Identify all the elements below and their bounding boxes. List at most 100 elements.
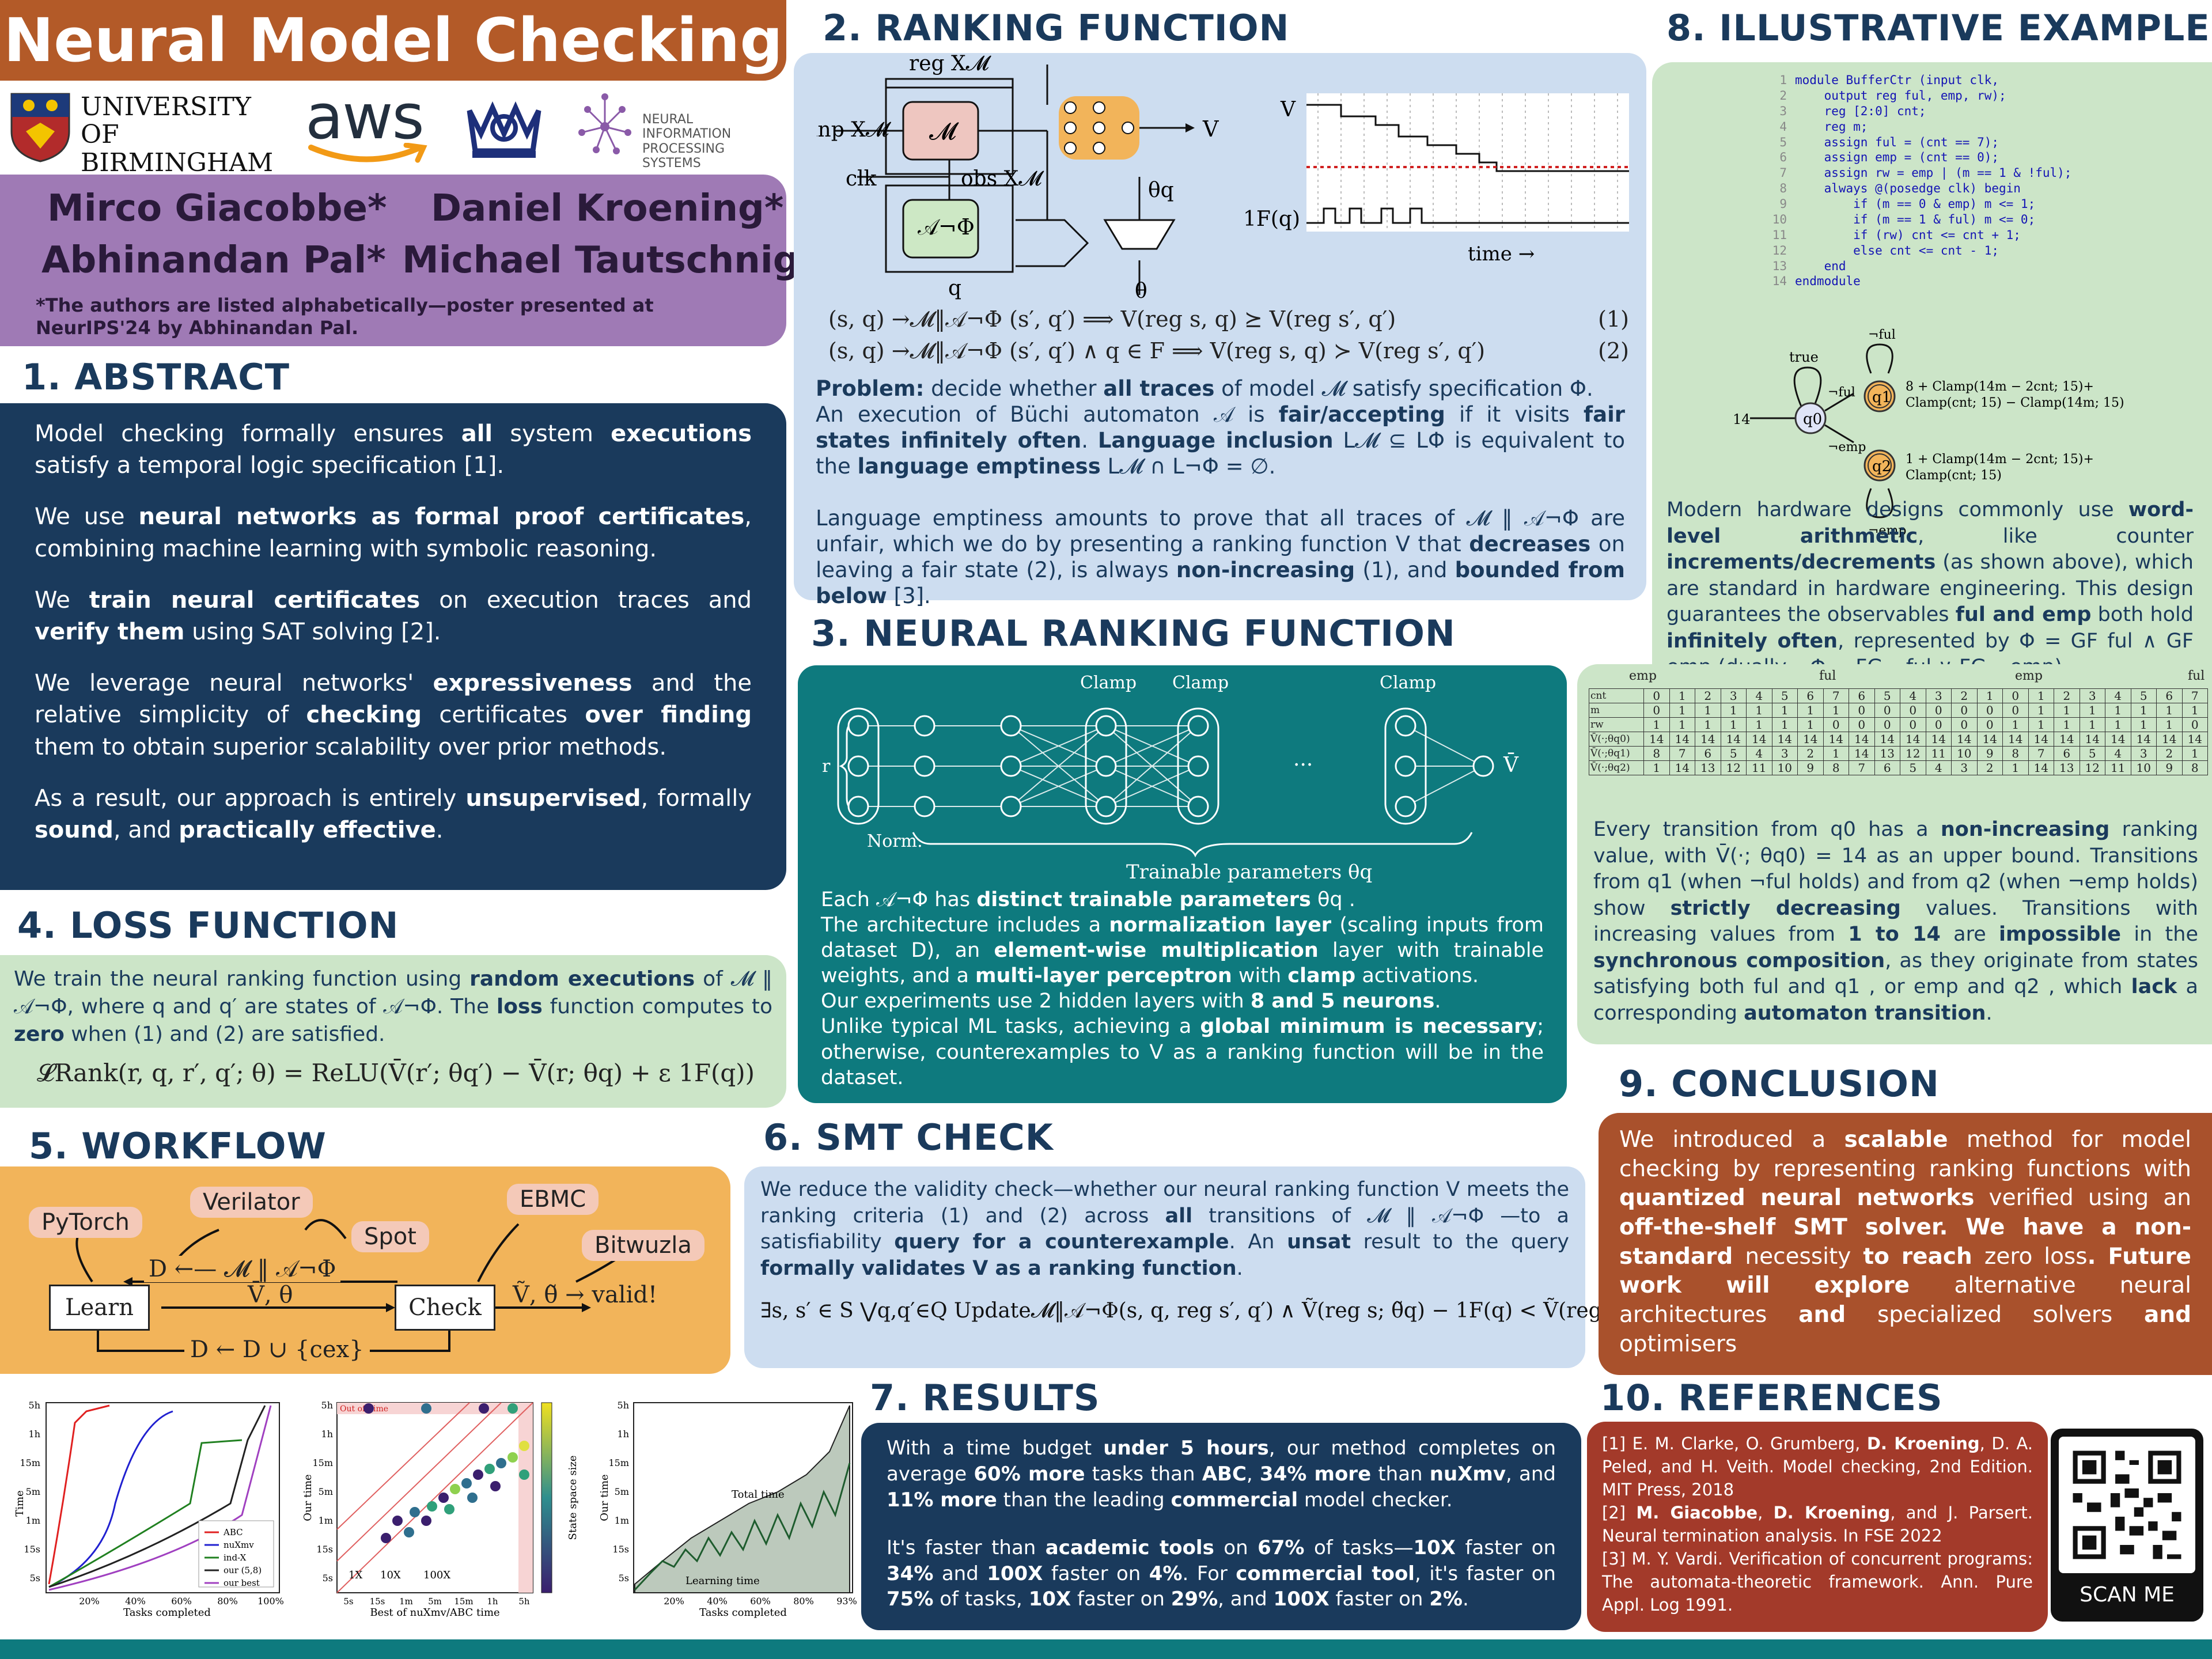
code-line: 6 assign emp = (cnt == 0); <box>1767 150 2071 165</box>
trace-cell: 2 <box>1976 760 2003 775</box>
trace-cell: 14 <box>1771 732 1798 747</box>
code-line-number: 9 <box>1779 197 1787 211</box>
code-line-text: assign emp = (cnt == 0); <box>1795 150 1999 165</box>
neural-norm: Norm. <box>867 831 923 851</box>
trace-cell: 0 <box>1849 703 1875 718</box>
workflow-heading: 5. WORKFLOW <box>29 1125 327 1167</box>
neural-p2: The architecture includes a normalizatio… <box>821 914 1544 988</box>
diag-obs: obs X𝓜 <box>961 167 1044 191</box>
p2-xtick: 1h <box>487 1596 498 1607</box>
author-daniel: Daniel Kroening* <box>431 187 784 230</box>
trace-cell: 14 <box>2079 732 2105 747</box>
qr-code-icon[interactable] <box>2059 1437 2195 1573</box>
auto-q0: q0 <box>1803 411 1822 428</box>
trace-cell: 4 <box>1900 688 1926 703</box>
p1-line-our58 <box>48 1405 266 1588</box>
p2-xlabel: Best of nuXmv/ABC time <box>370 1607 499 1619</box>
diag-v-axis: V <box>1280 98 1296 122</box>
p2-xtick: 15s <box>370 1596 385 1607</box>
results-heading: 7. RESULTS <box>870 1377 1100 1419</box>
conclusion-text: We introduced a scalable method for mode… <box>1619 1127 2192 1357</box>
logo-row: UNIVERSITY OF BIRMINGHAM aws NEURAL INFO… <box>9 81 783 177</box>
p1-legend-item: nuXmv <box>224 1540 254 1550</box>
diag-reg: reg X𝓜 <box>909 53 992 75</box>
trace-cell: 2 <box>1797 746 1824 761</box>
neural-dots: ··· <box>1293 753 1313 777</box>
workflow-output-label: Ṽ, θ̃ → valid! <box>513 1282 658 1308</box>
code-line-number: 3 <box>1779 104 1787 118</box>
code-line: 7 assign rw = emp | (m == 1 & !ful); <box>1767 165 2071 181</box>
neural-panel: Clamp Clamp Clamp r Norm. ··· V̄ Trainab… <box>798 665 1567 1103</box>
p1-xtick: 40% <box>125 1596 146 1607</box>
plot-tasks-completed: 5h 1h 15m 5m 1m 15s 5s 20% 40% 60% 80% 1… <box>14 1400 284 1619</box>
code-line-number: 7 <box>1779 166 1787 180</box>
code-line: 10 if (m == 1 & ful) m <= 0; <box>1767 212 2071 228</box>
state-q1 <box>1863 380 1896 412</box>
p1-xtick: 80% <box>217 1596 238 1607</box>
trace-cell: 6 <box>1874 760 1900 775</box>
trace-cell: 0 <box>1900 717 1926 732</box>
trace-cell: 1 <box>1771 703 1798 718</box>
trace-cell: 0 <box>2002 688 2029 703</box>
ranking-eq1: (s, q) →𝓜‖𝒜¬Φ (s′, q′) ⟹ V(reg s, q) ⪰ V… <box>828 306 1396 332</box>
qr-block[interactable]: SCAN ME <box>2051 1429 2203 1622</box>
trace-top-label: emp <box>2015 669 2043 683</box>
example-text-1: Modern hardware designs commonly use wor… <box>1666 498 2194 679</box>
p3-learning-label: Learning time <box>685 1575 760 1587</box>
trace-cell: 2 <box>1951 688 1978 703</box>
trace-cell: 3 <box>1925 688 1952 703</box>
ref-3: [3] M. Y. Vardi. Verification of concurr… <box>1602 1549 2033 1615</box>
trace-cell: 9 <box>1976 746 2003 761</box>
aws-logo-text: aws <box>305 81 425 153</box>
p3-xlabel: Tasks completed <box>699 1607 787 1619</box>
trace-cell: 2 <box>2156 746 2183 761</box>
p1-line-nuxmv <box>48 1410 173 1588</box>
results-p1: With a time budget under 5 hours, our me… <box>887 1437 1556 1512</box>
diag-thq: θq <box>1148 179 1174 202</box>
auto-l2a: 1 + Clamp(14m − 2cnt; 15)+ <box>1906 452 2094 467</box>
p2-ytick: 5h <box>321 1400 333 1411</box>
loss-heading: 4. LOSS FUNCTION <box>17 904 399 946</box>
p3-xtick: 80% <box>793 1596 814 1607</box>
code-line-number: 1 <box>1779 73 1787 87</box>
abstract-p3: We train neural certificates on executio… <box>35 586 752 645</box>
diag-f-axis: 1F(q) <box>1243 207 1300 231</box>
trace-cell: 1 <box>1643 717 1670 732</box>
trace-cell: 1 <box>1695 703 1721 718</box>
p3-ytick: 5h <box>618 1400 629 1411</box>
p1-legend-item: our best <box>224 1578 260 1588</box>
trace-cell: 3 <box>2079 688 2105 703</box>
trace-cell: 5 <box>1874 688 1900 703</box>
auto-nful-edge: ¬ful <box>1828 385 1855 400</box>
trace-cell: 6 <box>1797 688 1824 703</box>
trace-cell: 1 <box>1669 688 1695 703</box>
trace-cell: 13 <box>2054 760 2080 775</box>
p1-line-abc <box>48 1404 110 1585</box>
results-p2: It's faster than academic tools on 67% o… <box>887 1536 1556 1611</box>
trace-cell: 14 <box>1951 732 1978 747</box>
p2-ytick: 15m <box>312 1457 333 1468</box>
trace-cell: 1 <box>2181 746 2208 761</box>
trace-top-label: emp <box>1629 669 1657 683</box>
diag-v-trace <box>1306 104 1629 172</box>
code-line: 5 assign ful = (cnt == 7); <box>1767 135 2071 150</box>
code-line: 4 reg m; <box>1767 119 2071 135</box>
smt-text: We reduce the validity check—whether our… <box>760 1178 1569 1280</box>
code-line-number: 8 <box>1779 181 1787 196</box>
state-q2 <box>1863 449 1896 482</box>
trace-cell: 5 <box>1720 746 1747 761</box>
p2-ytick: 1m <box>319 1515 333 1526</box>
trace-cell: 6 <box>1849 688 1875 703</box>
p1-ytick: 5m <box>26 1486 40 1497</box>
poster-title: Neural Model Checking <box>3 5 783 75</box>
code-line-number: 10 <box>1772 212 1787 226</box>
trace-cell: 1 <box>1669 717 1695 732</box>
trace-cell: 10 <box>1951 746 1978 761</box>
trace-cell: 1 <box>1720 703 1747 718</box>
neural-r: r <box>822 756 831 777</box>
trace-cell: m <box>1589 703 1644 718</box>
ranking-eq2: (s, q) →𝓜‖𝒜¬Φ (s′, q′) ∧ q ∈ F ⟹ V(reg s… <box>828 338 1486 363</box>
